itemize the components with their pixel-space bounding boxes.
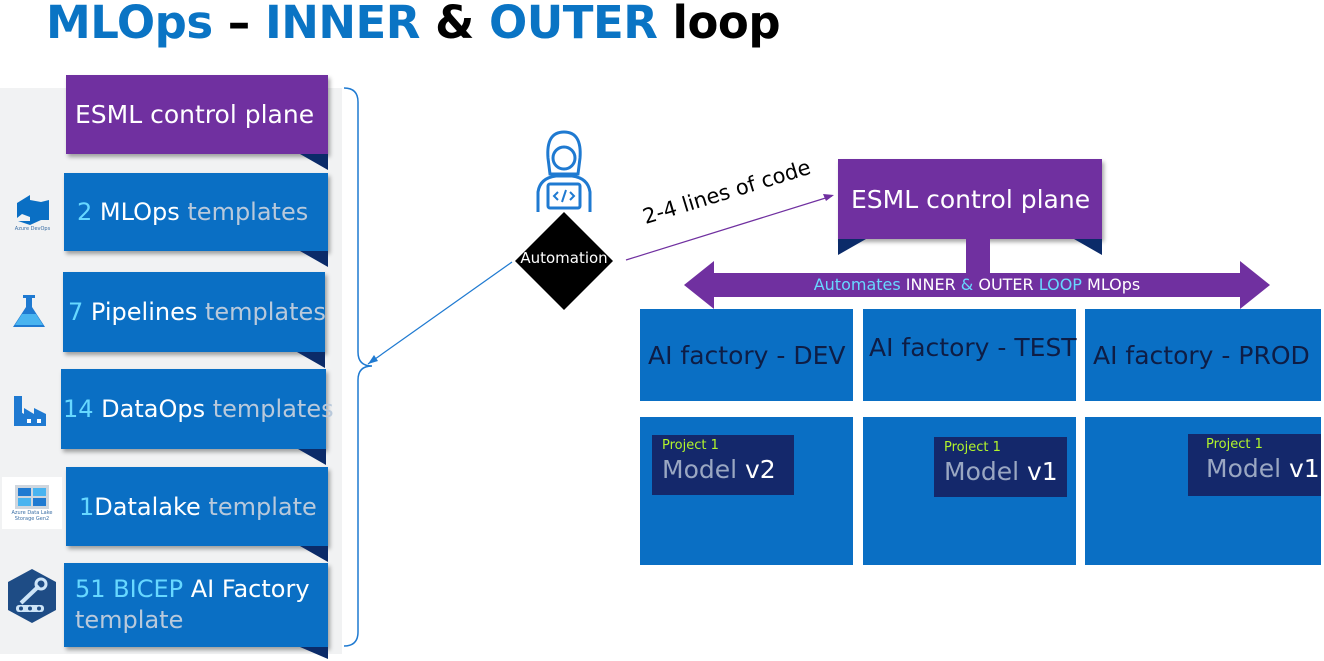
template-suffix: templates [197, 298, 326, 326]
fold-shadow [300, 546, 328, 562]
template-label-mlops: 2 MLOps templates [77, 198, 328, 226]
title-separator: – [212, 0, 265, 49]
title-ampersand: & [419, 0, 489, 49]
data-factory-icon [8, 388, 52, 432]
automation-diamond: Automation [515, 212, 613, 310]
model-tile-prod: Project 1 Model v1 [1188, 434, 1321, 496]
model-project-label: Project 1 [1206, 437, 1263, 452]
azure-ml-flask-icon [8, 290, 50, 332]
fold-shadow [1074, 239, 1102, 255]
template-box-dataops: 14 DataOps templates [61, 369, 334, 449]
factory-test-label: AI factory - TEST [869, 332, 1077, 362]
fold-shadow [300, 154, 328, 170]
arrowhead-to-control-plane [823, 194, 834, 201]
azure-devops-caption: Azure DevOps [14, 225, 51, 232]
template-box-mlops: 2 MLOps templates [64, 173, 328, 251]
left-control-plane-box: ESML control plane [66, 75, 328, 154]
template-name: Pipelines [90, 298, 198, 326]
model-project-label: Project 1 [944, 440, 1001, 455]
fold-shadow [838, 239, 866, 255]
factory-dev-label: AI factory - DEV [648, 340, 846, 370]
outer-word: OUTER [973, 275, 1039, 294]
template-name: MLOps [99, 198, 180, 226]
template-name: DataOps [101, 395, 206, 423]
title-outer: OUTER [489, 0, 658, 49]
template-count: 14 [63, 395, 102, 423]
factory-prod: AI factory - PROD [1085, 309, 1321, 401]
page-title: MLOps – INNER & OUTER loop [46, 0, 781, 49]
template-group-brace [343, 87, 373, 647]
template-count: 2 [77, 198, 100, 226]
fold-shadow [300, 647, 328, 659]
template-label-dataops: 14 DataOps templates [63, 395, 334, 423]
azure-devops-icon: Azure DevOps [10, 190, 55, 235]
automates-word: Automates [813, 275, 901, 294]
data-lake-caption: Azure Data Lake Storage Gen2 [11, 510, 53, 522]
template-name: Datalake [94, 492, 201, 521]
template-count: 51 BICEP [75, 575, 184, 603]
data-lake-storage-icon: Azure Data Lake Storage Gen2 [2, 477, 62, 529]
title-loop: loop [657, 0, 781, 49]
template-suffix: templates [179, 198, 309, 226]
fold-shadow [298, 449, 326, 465]
template-label-datalake: 1Datalake template [79, 493, 328, 521]
model-tile-dev: Project 1 Model v2 [652, 435, 794, 495]
factory-test: AI factory - TEST [863, 309, 1077, 401]
template-box-datalake: 1Datalake template [66, 467, 328, 546]
ai-factory-robot-arm-icon [2, 566, 62, 626]
ampersand-word: & [960, 275, 974, 294]
automates-label: Automates INNER & OUTER LOOP MLOps [684, 275, 1270, 294]
loop-word: LOOP [1038, 275, 1082, 294]
template-label-pipelines: 7 Pipelines templates [68, 298, 326, 326]
template-suffix: templates [205, 395, 334, 423]
model-version: v1 [1281, 454, 1320, 483]
model-project-label: Project 1 [662, 438, 719, 453]
automation-to-control-plane-arrow [625, 195, 833, 261]
title-inner: INNER [264, 0, 420, 49]
model-version: v2 [737, 455, 776, 484]
developer-person-icon [532, 128, 596, 214]
template-box-pipelines: 7 Pipelines templates [63, 272, 326, 352]
model-label: Model [1206, 454, 1282, 483]
right-control-plane-box: ESML control plane [838, 159, 1102, 239]
template-count: 7 [68, 298, 91, 326]
factory-prod-label: AI factory - PROD [1093, 340, 1310, 370]
template-suffix: template [200, 492, 317, 521]
model-label: Model [944, 457, 1020, 486]
mlops-word: MLOps [1081, 275, 1141, 294]
model-tile-test: Project 1 Model v1 [934, 437, 1067, 497]
arrowhead-to-templates [368, 355, 378, 364]
model-version: v1 [1019, 457, 1058, 486]
control-plane-stem [966, 239, 990, 273]
left-control-plane-label: ESML control plane [75, 100, 315, 129]
model-label: Model [662, 455, 738, 484]
automates-double-arrow [684, 261, 1270, 309]
template-name: AI Factory [183, 575, 310, 603]
automation-to-templates-arrow [367, 261, 513, 365]
automation-label: Automation [520, 249, 608, 267]
template-count: 1 [79, 492, 95, 521]
title-mlops: MLOps [46, 0, 213, 49]
template-box-ai-factory: 51 BICEP AI Factory template [64, 563, 328, 647]
template-suffix: template [75, 606, 184, 634]
fold-shadow [300, 251, 328, 267]
inner-word: INNER [900, 275, 961, 294]
fold-shadow [297, 352, 325, 368]
factory-dev: AI factory - DEV [640, 309, 853, 401]
right-control-plane-label: ESML control plane [851, 184, 1091, 214]
template-label-ai-factory: 51 BICEP AI Factory [75, 574, 328, 605]
